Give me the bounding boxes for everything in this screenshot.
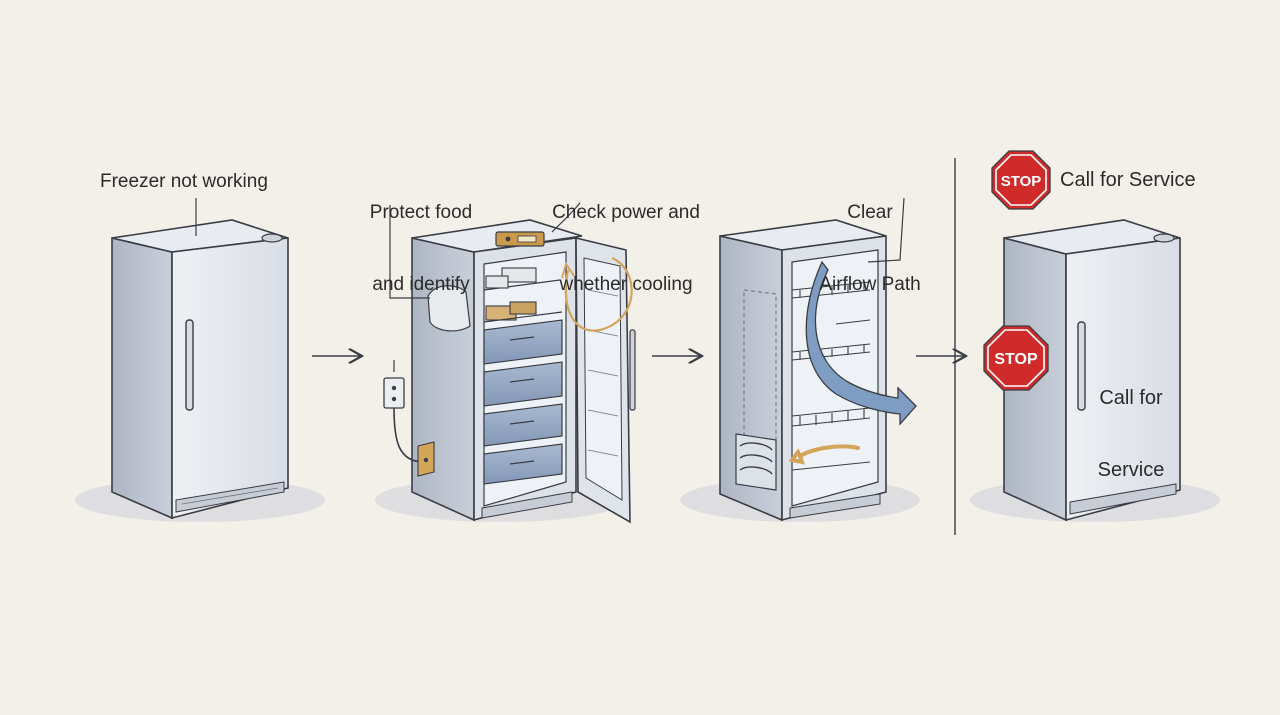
step-5-door-label-line-2: Service [1097, 459, 1165, 481]
step-4-label-line-2: Airflow Path [819, 274, 921, 295]
step-2-open-freezer [375, 202, 636, 524]
stop-sign-text: STOP [1001, 173, 1042, 190]
step-4-label-line-1: Clear [847, 202, 893, 223]
step-1-closed-freezer [75, 198, 325, 522]
food-bag-icon [427, 285, 471, 332]
step-2-label-line-1: Protect food [369, 202, 473, 223]
step-2-label: Protect food and identify [356, 153, 486, 321]
step-2-label-line-2: and identify [372, 274, 470, 295]
airflow-arrow-icon [805, 260, 917, 426]
step-5-door-label-line-1: Call for [1099, 387, 1163, 409]
stop-sign-text: STOP [994, 351, 1038, 368]
stop-sign-icon: STOP [991, 150, 1051, 210]
condenser-coil-icon [735, 433, 777, 491]
step-4-label: Clear Airflow Path [800, 153, 940, 321]
step-3-airflow-freezer [680, 197, 920, 522]
step-1-label: Freezer not working [100, 171, 268, 192]
thermometer-display-icon [495, 231, 545, 247]
step-3-label-line-2: whether cooling [559, 274, 693, 295]
step-5-header-label: Call for Service [1060, 169, 1196, 191]
step-3-label-line-1: Check power and [552, 202, 700, 223]
stop-sign-icon: STOP [983, 325, 1049, 391]
power-outlet-icon [383, 360, 435, 477]
step-4-service-freezer [970, 219, 1220, 522]
step-3-label: Check power and whether cooling [536, 153, 716, 321]
step-5-door-label: Call for Service [1086, 338, 1176, 506]
